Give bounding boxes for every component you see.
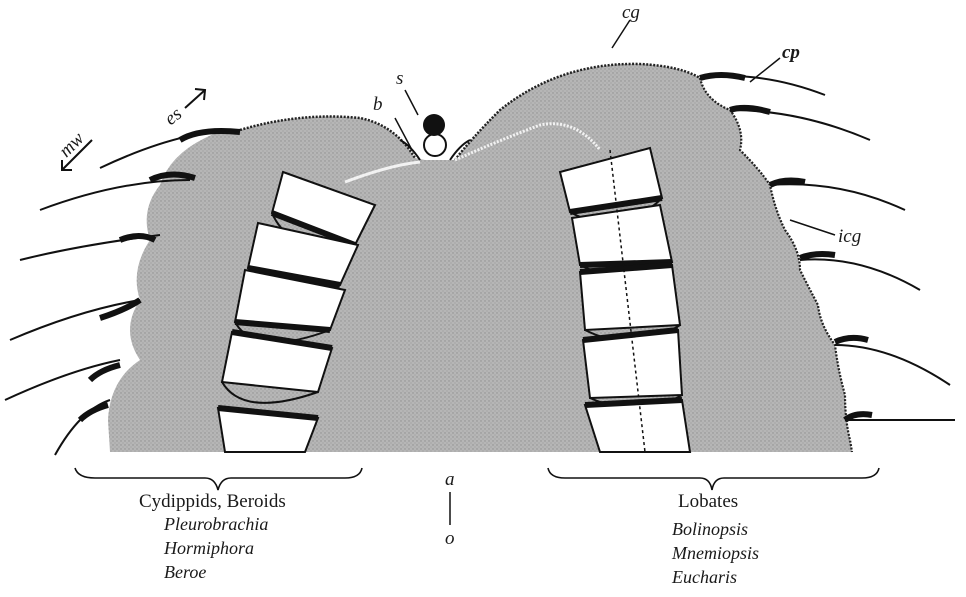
left-group-title: Cydippids, Beroids	[139, 491, 286, 512]
label-es: es	[161, 103, 186, 129]
label-b: b	[373, 94, 383, 115]
right-group-title: Lobates	[678, 491, 738, 512]
label-icg: icg	[838, 226, 861, 247]
right-genus-1: Bolinopsis	[672, 519, 748, 539]
right-genus-2: Mnemiopsis	[671, 543, 759, 563]
label-cp: cp	[782, 42, 800, 63]
left-genus-2: Hormiphora	[163, 538, 254, 558]
label-cg: cg	[622, 2, 640, 23]
right-group-brace	[548, 468, 879, 490]
label-s: s	[396, 68, 403, 89]
left-genus-3: Beroe	[164, 562, 206, 582]
left-group-brace	[75, 468, 362, 490]
label-o: o	[445, 528, 455, 549]
body-tissue	[108, 64, 852, 452]
arrow-es	[185, 89, 205, 108]
label-mw: mw	[55, 128, 89, 162]
label-a: a	[445, 469, 455, 490]
right-genus-3: Eucharis	[671, 567, 737, 587]
left-genus-1: Pleurobrachia	[163, 514, 268, 534]
